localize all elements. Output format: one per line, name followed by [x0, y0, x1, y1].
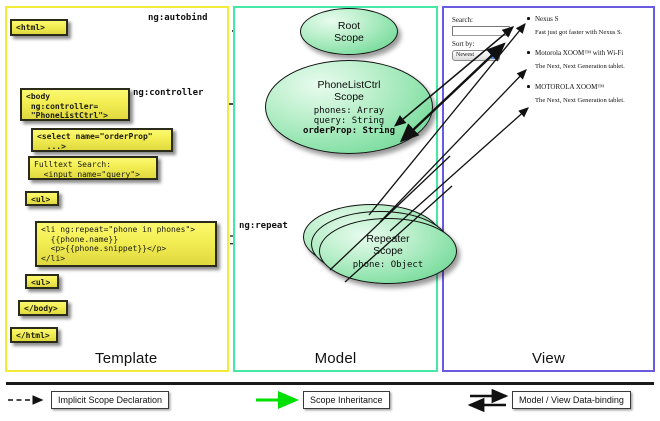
scope-phonelistctrl[interactable]: PhoneListCtrl Scope phones: Array query:…	[265, 60, 433, 154]
code-box-body-close-tag[interactable]: </body>	[18, 300, 68, 316]
legend-divider	[6, 382, 654, 385]
legend-arrow-glyphs	[8, 388, 509, 413]
sort-by-select[interactable]: Newest ▾	[452, 50, 500, 61]
phone-name-text: MOTOROLA XOOM™	[535, 83, 605, 91]
code-box-li-ng-repeat[interactable]: <li ng:repeat="phone in phones"> {{phone…	[35, 221, 217, 267]
column-label-template: Template	[95, 350, 158, 367]
phone-name-text: Nexus S	[535, 15, 559, 23]
scope-phonelistctrl-title-line1: PhoneListCtrl	[317, 78, 381, 91]
view-pane: Search: Sort by: Newest ▾ Nexus S Fast j…	[450, 14, 648, 134]
code-box-ul-close-tag[interactable]: <ul>	[25, 274, 59, 289]
code-box-fulltext-search[interactable]: Fulltext Search: <input name="query">	[28, 156, 158, 180]
scope-root-title-line2: Scope	[334, 31, 364, 44]
label-ng-repeat: ng:repeat	[239, 221, 288, 231]
chevron-down-icon[interactable]: ▾	[490, 52, 498, 59]
legend-scope-inheritance: Scope Inheritance	[303, 391, 390, 409]
legend: Implicit Scope Declaration Scope Inherit…	[0, 380, 660, 421]
scope-phonelistctrl-properties-bold: orderProp: String	[302, 125, 396, 136]
bullet-icon	[527, 17, 530, 20]
scope-phonelistctrl-properties-plain: phones: Array query: String	[313, 105, 385, 126]
label-ng-autobind: ng:autobind	[148, 13, 208, 23]
scope-repeater[interactable]: Repeater Scope phone: Object	[319, 218, 457, 284]
search-input[interactable]	[452, 26, 510, 36]
phone-snippet: The Next, Next Generation tablet.	[535, 63, 625, 70]
search-label: Search:	[452, 16, 473, 24]
phone-name: Nexus S	[526, 14, 650, 24]
scope-repeater-title-line2: Scope	[373, 244, 403, 257]
scope-repeater-properties: phone: Object	[352, 259, 424, 270]
phone-name: MOTOROLA XOOM™	[526, 82, 650, 92]
scope-repeater-title-line1: Repeater	[366, 232, 410, 245]
label-ng-controller: ng:controller	[133, 88, 204, 98]
code-box-html-close-tag[interactable]: </html>	[10, 327, 58, 343]
column-label-model: Model	[314, 350, 357, 367]
list-item[interactable]: Motorola XOOM™ with Wi-Fi The Next, Next…	[526, 48, 650, 72]
code-box-select-orderprop[interactable]: <select name="orderProp" ...>	[31, 128, 173, 152]
legend-implicit-scope-declaration: Implicit Scope Declaration	[51, 391, 170, 409]
bullet-icon	[527, 85, 530, 88]
scope-phonelistctrl-title-line2: Scope	[334, 90, 364, 103]
list-item[interactable]: Nexus S Fast just got faster with Nexus …	[526, 14, 650, 38]
bullet-icon	[527, 51, 530, 54]
code-box-body-open-tag[interactable]: <body ng:controller= "PhoneListCtrl">	[20, 88, 130, 121]
code-box-ul-open-tag[interactable]: <ul>	[25, 191, 59, 206]
legend-model-view-data-binding: Model / View Data-binding	[512, 391, 631, 409]
scope-root-title-line1: Root	[337, 19, 361, 32]
phone-name: Motorola XOOM™ with Wi-Fi	[526, 48, 650, 58]
phone-list: Nexus S Fast just got faster with Nexus …	[526, 14, 650, 106]
code-box-html-open-tag[interactable]: <html>	[10, 19, 68, 36]
column-label-view: View	[531, 350, 566, 367]
phone-snippet: Fast just got faster with Nexus S.	[535, 29, 623, 36]
column-template: Template	[5, 6, 229, 372]
phone-snippet: The Next, Next Generation tablet.	[535, 97, 625, 104]
scope-root[interactable]: Root Scope	[300, 8, 398, 55]
list-item[interactable]: MOTOROLA XOOM™ The Next, Next Generation…	[526, 82, 650, 106]
phone-name-text: Motorola XOOM™ with Wi-Fi	[535, 49, 624, 57]
sort-by-selected-value: Newest	[456, 52, 474, 58]
sort-by-label: Sort by:	[452, 40, 475, 48]
